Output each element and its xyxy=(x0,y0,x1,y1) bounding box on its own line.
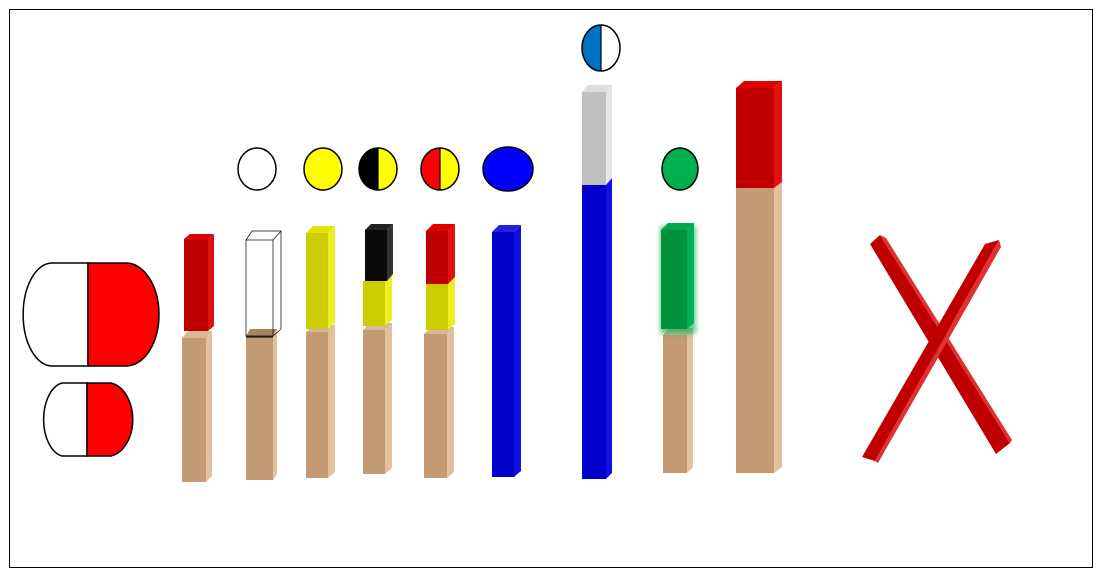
column-9-bar xyxy=(736,81,782,473)
column-6-bar xyxy=(492,225,521,477)
column-4-bar xyxy=(363,224,393,474)
column-5-bar xyxy=(424,224,455,478)
indicator-yellow-circle xyxy=(304,148,342,190)
diagram-frame xyxy=(10,10,1093,568)
small-capsule-icon xyxy=(44,383,133,456)
column-7-bar xyxy=(582,85,612,479)
indicator-blue-circle xyxy=(483,147,533,191)
indicator-light-blue-white-circle xyxy=(582,25,620,71)
indicator-black-yellow-circle xyxy=(359,148,397,190)
large-capsule-icon xyxy=(23,263,159,366)
indicator-green-circle xyxy=(662,148,698,190)
column-3-bar xyxy=(306,226,335,478)
indicator-red-yellow-circle xyxy=(421,148,459,190)
indicator-white-circle xyxy=(238,148,276,190)
column-8-bar xyxy=(660,223,696,473)
column-1-bar xyxy=(182,234,214,482)
